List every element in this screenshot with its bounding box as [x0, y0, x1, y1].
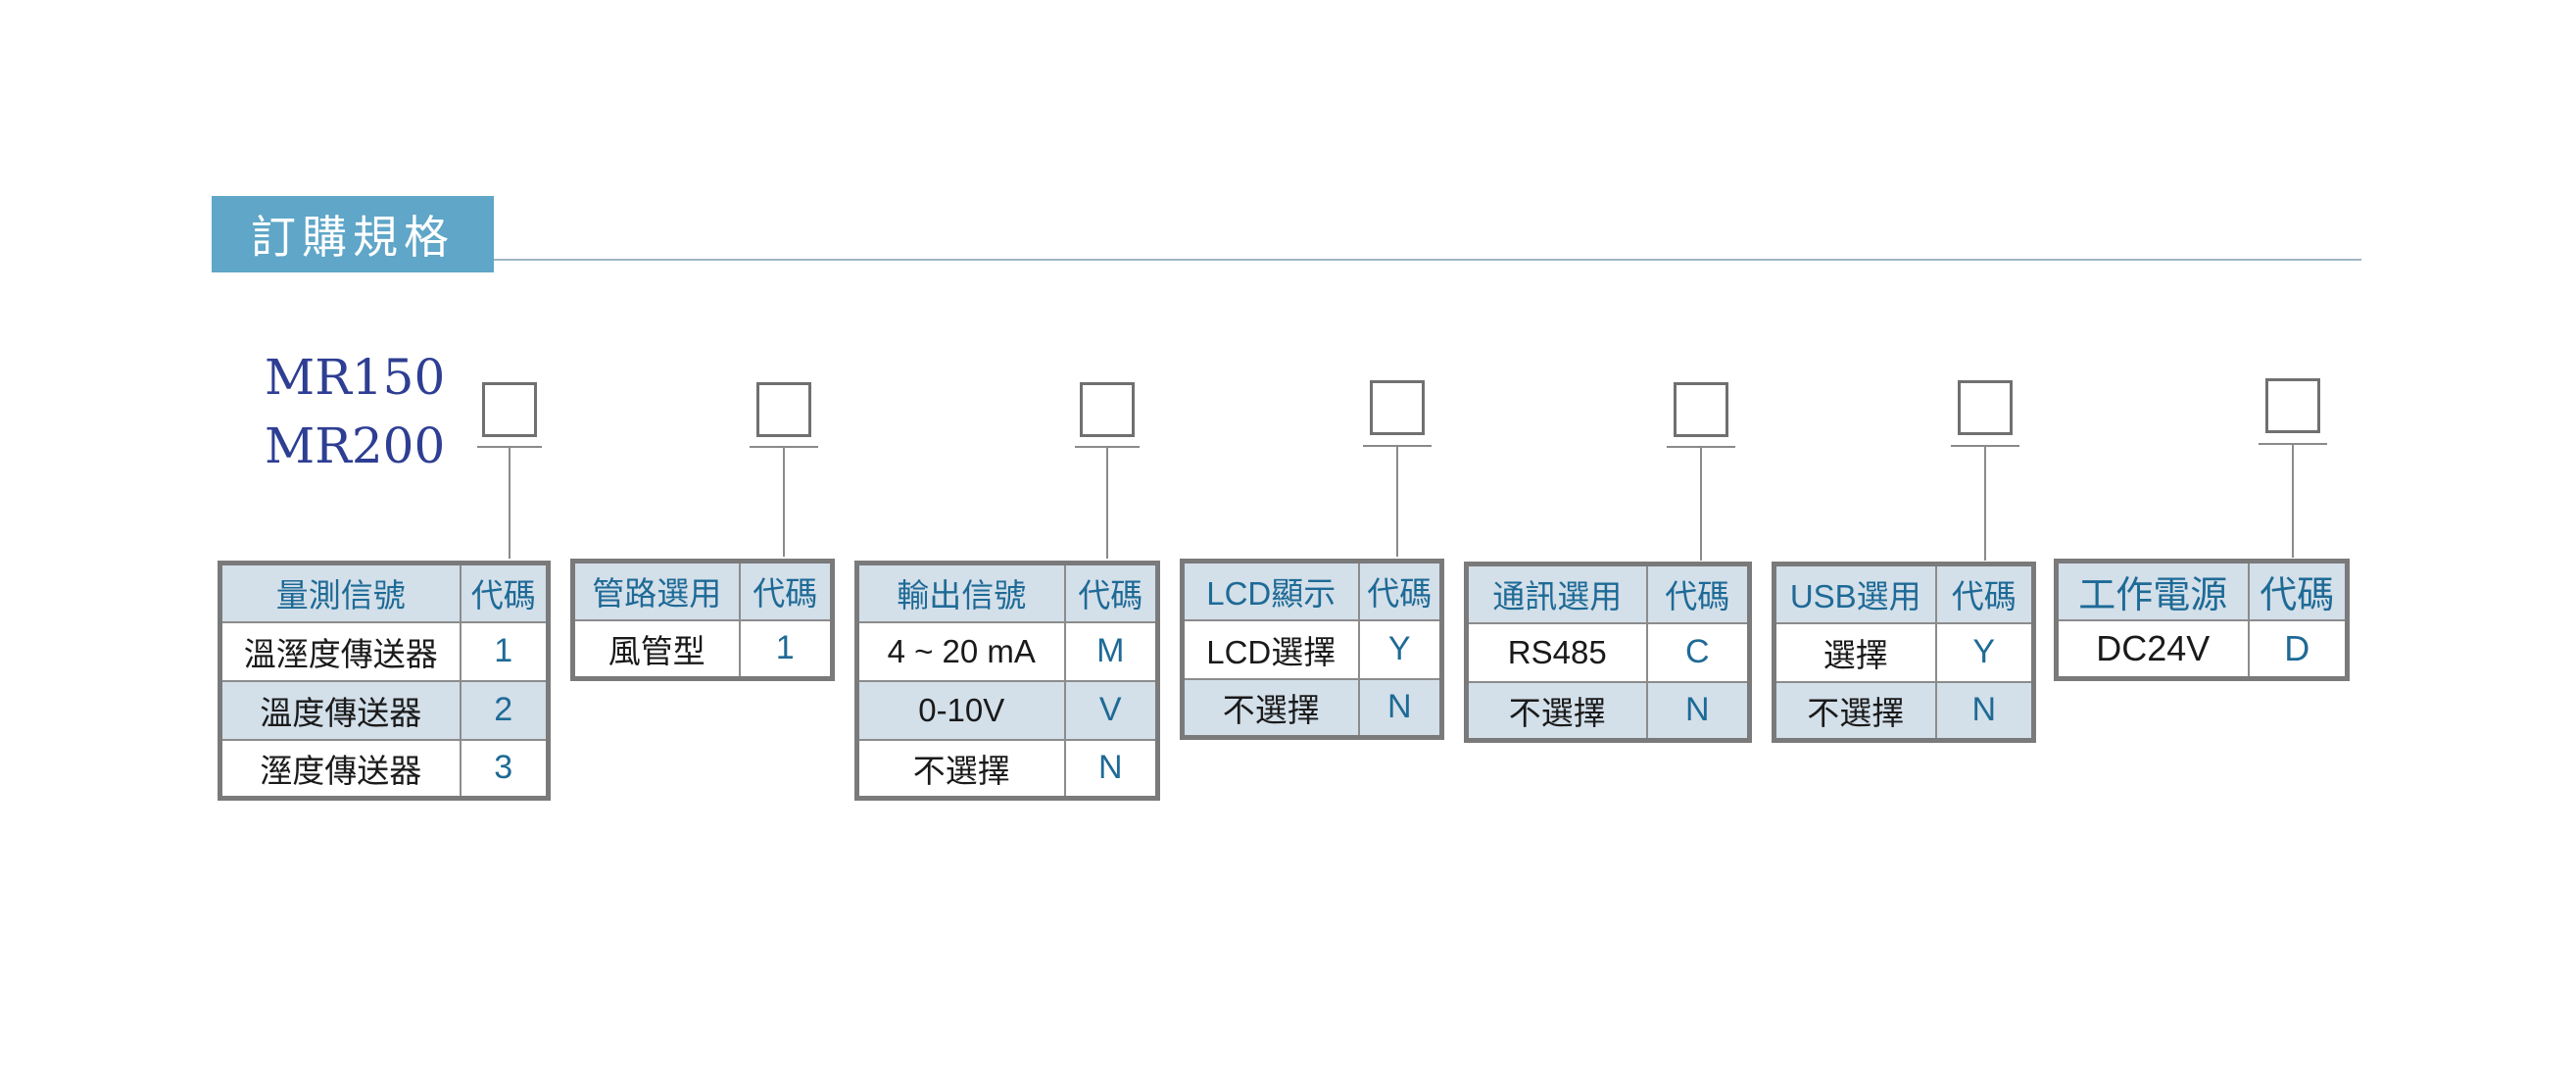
table-row: 風管型 1 — [571, 618, 834, 680]
option-code: 3 — [459, 738, 550, 800]
option-label: 風管型 — [571, 618, 741, 680]
option-label: DC24V — [2055, 618, 2250, 680]
table-row: 4 ~ 20 mA M — [855, 620, 1159, 682]
connector-line — [2292, 444, 2294, 558]
option-code: 1 — [738, 618, 834, 680]
table-header-code: 代碼 — [1063, 562, 1159, 623]
option-code: 1 — [459, 620, 550, 682]
option-code: N — [1645, 680, 1751, 742]
option-label: 4 ~ 20 mA — [855, 620, 1066, 682]
spec-table-usb: USB選用 代碼 選擇 Y 不選擇 N — [1772, 562, 2036, 743]
option-code: 2 — [459, 679, 550, 741]
option-code: C — [1645, 621, 1751, 683]
table-header-code: 代碼 — [1357, 560, 1443, 621]
table-row: 選擇 Y — [1773, 621, 2035, 683]
spec-table-pipe: 管路選用 代碼 風管型 1 — [570, 559, 835, 681]
option-code: N — [1934, 680, 2035, 742]
table-row: 不選擇 N — [855, 738, 1159, 800]
option-code: N — [1357, 677, 1443, 739]
code-slot-lcd — [1370, 380, 1425, 435]
section-divider — [494, 259, 2361, 261]
code-slot-output — [1080, 382, 1135, 437]
table-row: 溫溼度傳送器 1 — [219, 620, 550, 682]
table-header: USB選用 — [1773, 563, 1937, 624]
spec-table-output: 輸出信號 代碼 4 ~ 20 mA M 0-10V V 不選擇 N — [854, 561, 1160, 801]
table-header-code: 代碼 — [2247, 560, 2349, 621]
connector-line — [1396, 446, 1398, 557]
code-slot-measurement — [482, 382, 537, 437]
table-header: 輸出信號 — [855, 562, 1066, 623]
spec-table-measurement: 量測信號 代碼 溫溼度傳送器 1 溫度傳送器 2 溼度傳送器 3 — [218, 561, 551, 801]
connector-line — [1700, 447, 1702, 561]
table-row: 溼度傳送器 3 — [219, 738, 550, 800]
table-row: DC24V D — [2055, 618, 2349, 680]
code-slot-communication — [1674, 382, 1728, 437]
option-label: 不選擇 — [855, 738, 1066, 800]
table-header-code: 代碼 — [1934, 563, 2035, 624]
option-code: D — [2247, 618, 2349, 680]
table-header-code: 代碼 — [459, 562, 550, 623]
option-code: N — [1063, 738, 1159, 800]
connector-line — [1984, 446, 1986, 561]
section-title: 訂購規格 — [212, 196, 494, 272]
option-label: 溫度傳送器 — [219, 679, 462, 741]
table-row: 0-10V V — [855, 679, 1159, 741]
table-row: 不選擇 N — [1181, 677, 1443, 739]
code-slot-pipe — [756, 382, 811, 437]
option-label: 不選擇 — [1465, 680, 1648, 742]
option-code: Y — [1357, 618, 1443, 680]
table-header: 通訊選用 — [1465, 563, 1648, 624]
option-label: RS485 — [1465, 621, 1648, 683]
option-code: M — [1063, 620, 1159, 682]
model-name-mr150: MR150 — [265, 349, 446, 406]
table-row: 溫度傳送器 2 — [219, 679, 550, 741]
table-header: LCD顯示 — [1181, 560, 1360, 621]
option-label: 選擇 — [1773, 621, 1937, 683]
model-name-mr200: MR200 — [265, 417, 446, 474]
table-header: 管路選用 — [571, 560, 741, 621]
table-row: LCD選擇 Y — [1181, 618, 1443, 680]
option-label: 不選擇 — [1773, 680, 1937, 742]
table-header-code: 代碼 — [738, 560, 834, 621]
code-slot-power — [2265, 378, 2320, 433]
option-label: 溫溼度傳送器 — [219, 620, 462, 682]
table-header: 工作電源 — [2055, 560, 2250, 621]
table-header-code: 代碼 — [1645, 563, 1751, 624]
table-row: 不選擇 N — [1773, 680, 2035, 742]
table-header: 量測信號 — [219, 562, 462, 623]
spec-table-lcd: LCD顯示 代碼 LCD選擇 Y 不選擇 N — [1180, 559, 1444, 740]
connector-line — [509, 447, 510, 559]
option-label: 0-10V — [855, 679, 1066, 741]
spec-table-communication: 通訊選用 代碼 RS485 C 不選擇 N — [1464, 562, 1752, 743]
option-label: LCD選擇 — [1181, 618, 1360, 680]
spec-table-power: 工作電源 代碼 DC24V D — [2054, 559, 2350, 681]
option-code: Y — [1934, 621, 2035, 683]
connector-line — [783, 447, 785, 557]
connector-line — [1106, 447, 1108, 559]
table-row: RS485 C — [1465, 621, 1751, 683]
option-code: V — [1063, 679, 1159, 741]
option-label: 溼度傳送器 — [219, 738, 462, 800]
option-label: 不選擇 — [1181, 677, 1360, 739]
table-row: 不選擇 N — [1465, 680, 1751, 742]
code-slot-usb — [1958, 380, 2013, 435]
